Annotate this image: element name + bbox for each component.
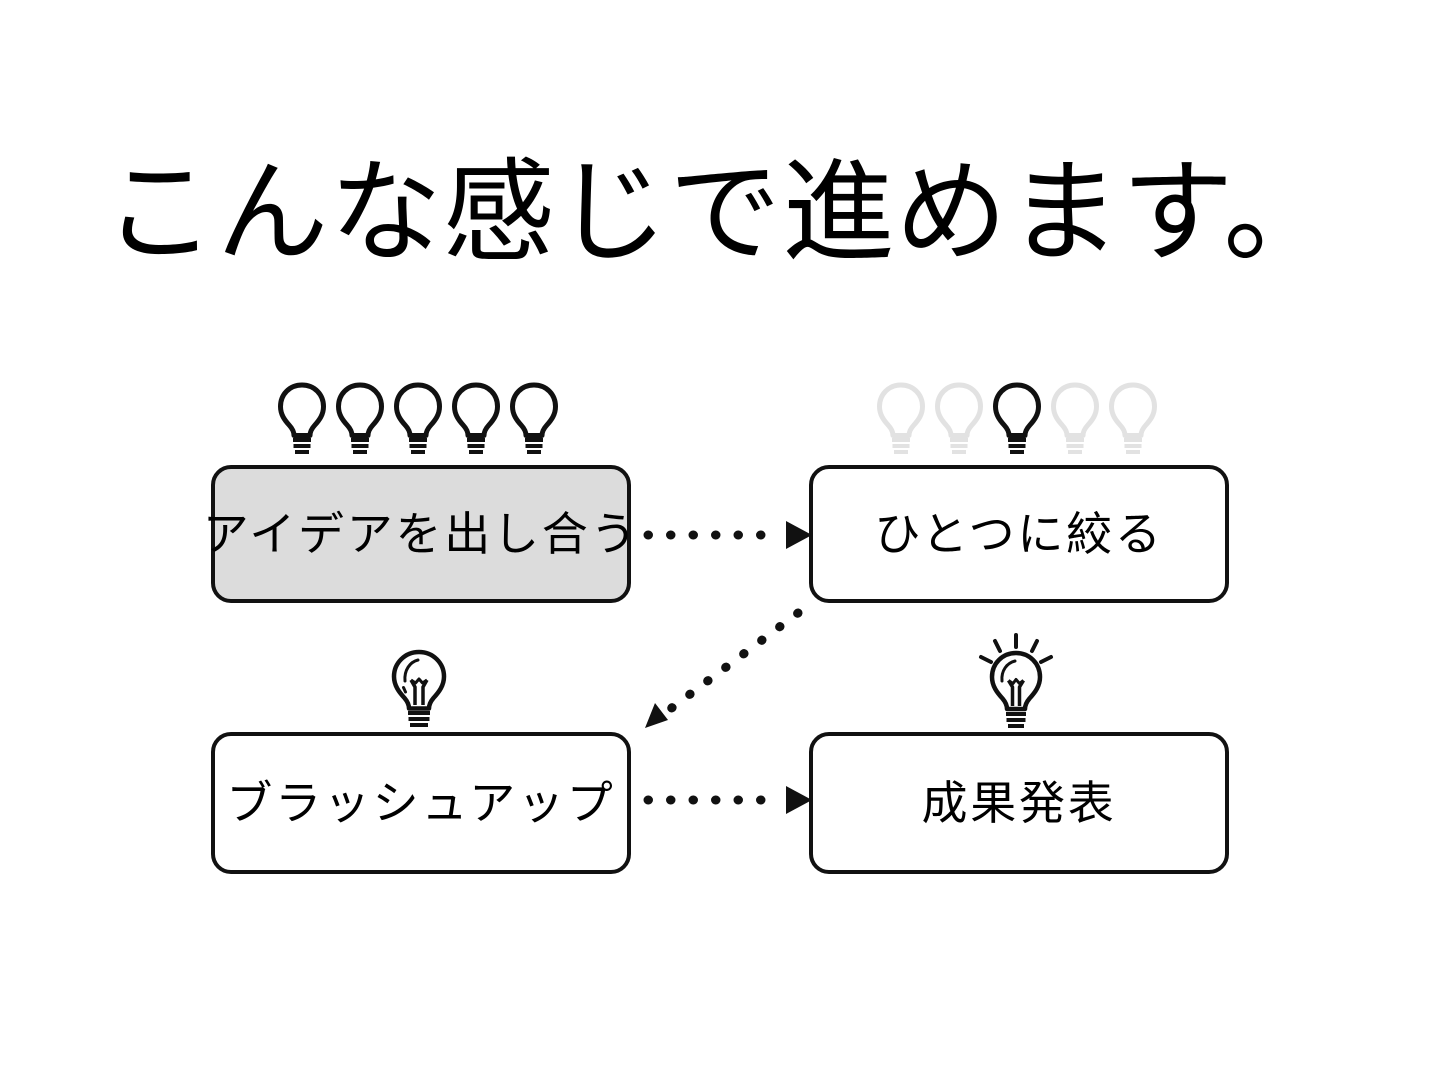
bulb-on-icon <box>394 382 442 454</box>
bulb-on-icon <box>993 382 1041 454</box>
flow-node-brushup[interactable]: ブラッシュアップ <box>211 732 631 874</box>
bulb-lit-icon <box>979 633 1053 728</box>
bulb-off-icon <box>1051 382 1099 454</box>
flow-node-present-label: 成果発表 <box>921 777 1117 829</box>
bulb-on-icon <box>278 382 326 454</box>
flow-node-idea[interactable]: アイデアを出し合う <box>203 465 637 603</box>
bulb-row-idea <box>273 379 563 459</box>
bulb-filament-icon <box>391 649 447 727</box>
bulb-on-icon <box>510 382 558 454</box>
flow-edge-idea-to-narrow <box>643 521 812 549</box>
bulb-on-icon <box>336 382 384 454</box>
bulb-off-icon <box>877 382 925 454</box>
flow-node-brushup-label: ブラッシュアップ <box>226 777 616 829</box>
bulb-off-icon <box>935 382 983 454</box>
bulb-group-brushup <box>385 647 453 735</box>
flow-edge-narrow-to-brushup <box>645 608 803 728</box>
bulb-row-narrow <box>872 379 1162 459</box>
flow-node-idea-label: アイデアを出し合う <box>202 508 640 560</box>
flow-node-present[interactable]: 成果発表 <box>809 732 1229 874</box>
bulb-group-present <box>975 633 1057 735</box>
page-title: こんな感じで進めます。 <box>103 150 1337 275</box>
flow-node-narrow[interactable]: ひとつに絞る <box>809 465 1229 603</box>
flow-node-narrow-label: ひとつに絞る <box>874 508 1164 560</box>
flow-edge-brushup-to-present <box>643 786 812 814</box>
bulb-on-icon <box>452 382 500 454</box>
bulb-off-icon <box>1109 382 1157 454</box>
